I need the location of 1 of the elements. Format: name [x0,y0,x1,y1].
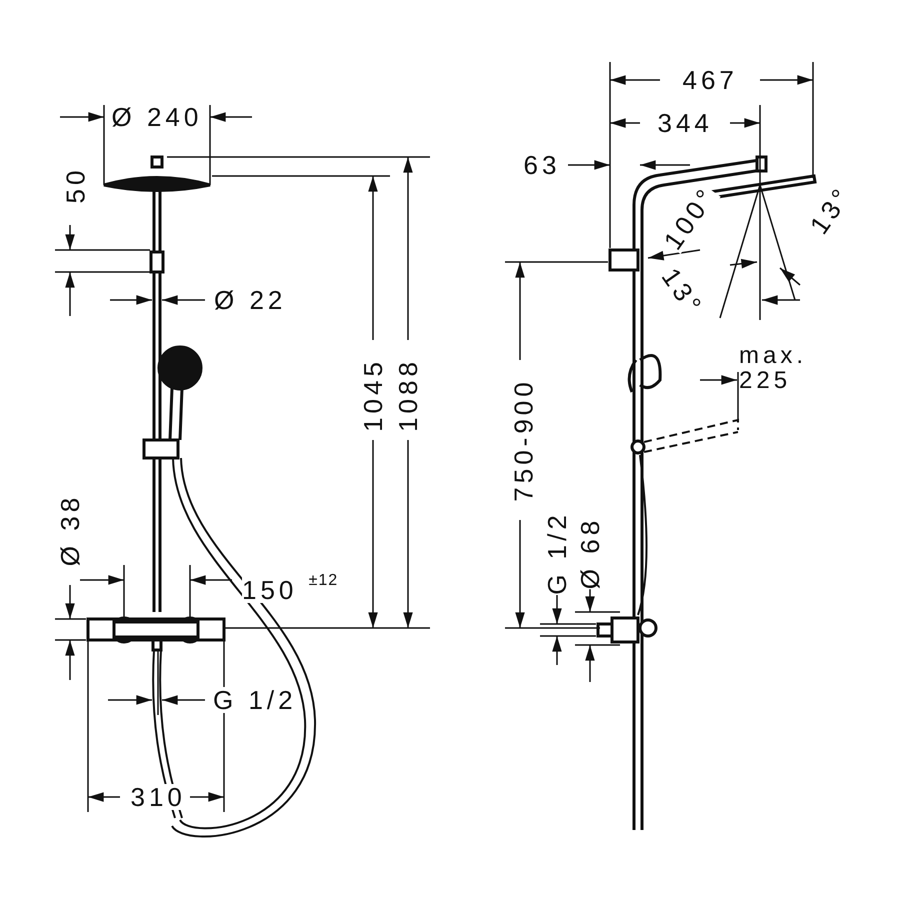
dimension-label: 150 $^{±12}$ [242,573,338,603]
